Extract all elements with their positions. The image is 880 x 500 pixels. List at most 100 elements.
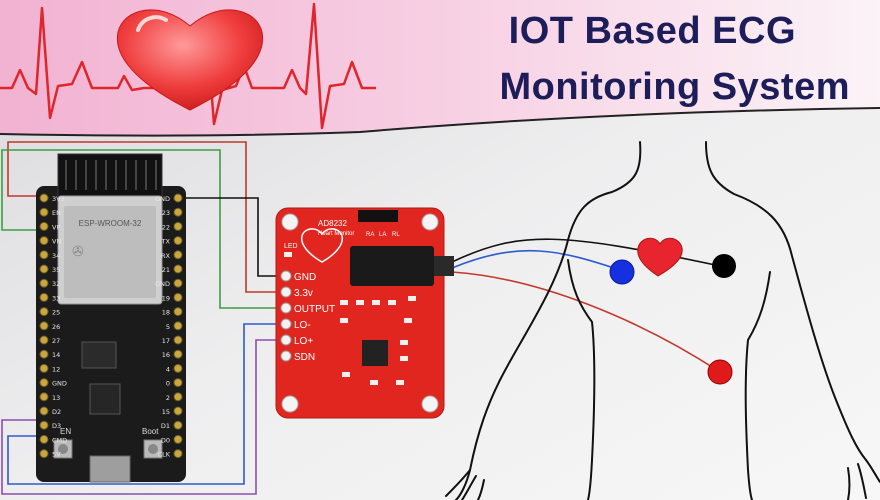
wire-purple-lo-plus bbox=[1, 339, 284, 495]
esp32-right-pin[interactable] bbox=[173, 236, 183, 246]
wiring bbox=[1, 141, 721, 495]
esp32-left-pin[interactable] bbox=[39, 434, 49, 444]
voltage-regulator bbox=[81, 341, 117, 369]
heart-highlight bbox=[136, 15, 168, 32]
esp32-right-pin-label: 21 bbox=[162, 266, 170, 274]
ad8232-pin[interactable] bbox=[280, 270, 292, 282]
ad8232-pin-label: LO+ bbox=[294, 336, 313, 347]
esp32-right-pin[interactable] bbox=[173, 250, 183, 260]
esp32-right-pin[interactable] bbox=[173, 335, 183, 345]
esp32-right-pin-label: 2 bbox=[166, 394, 170, 402]
esp32-left-pin[interactable] bbox=[39, 221, 49, 231]
esp32-right-pin[interactable] bbox=[173, 264, 183, 274]
mount-hole-tl bbox=[281, 213, 299, 231]
esp32-left-pin[interactable] bbox=[39, 420, 49, 430]
electrode-header bbox=[358, 210, 398, 222]
esp32-right-pin[interactable] bbox=[173, 420, 183, 430]
esp32-left-pin-label: VP bbox=[52, 223, 60, 231]
esp32-left-pin-label: 5V bbox=[52, 451, 61, 459]
wire-green-output bbox=[1, 149, 284, 309]
esp32-left-pin-label: 33 bbox=[52, 294, 60, 302]
esp32-left-pin-label: 34 bbox=[52, 252, 60, 260]
ad8232-pin[interactable] bbox=[280, 350, 292, 362]
esp32-right-pin[interactable] bbox=[173, 392, 183, 402]
esp32-left-pin[interactable] bbox=[39, 378, 49, 388]
esp32-right-pin[interactable] bbox=[173, 221, 183, 231]
esp32-left-pin-label: 26 bbox=[52, 323, 60, 331]
banner-divider-line bbox=[0, 107, 880, 137]
esp32-module-label: ESP-WROOM-32 bbox=[79, 219, 142, 228]
esp32-right-pin[interactable] bbox=[173, 449, 183, 459]
ad8232-pin[interactable] bbox=[280, 286, 292, 298]
esp32-right-pin[interactable] bbox=[173, 207, 183, 217]
usb-port bbox=[89, 455, 131, 483]
esp32-left-pin[interactable] bbox=[39, 193, 49, 203]
body-right-hand bbox=[847, 459, 880, 500]
electrode-pin-label: LA bbox=[379, 232, 386, 238]
esp32-right-pin[interactable] bbox=[173, 307, 183, 317]
esp32-right-pin[interactable] bbox=[173, 278, 183, 288]
esp32-right-pin[interactable] bbox=[173, 363, 183, 373]
ad8232-pin-label: OUTPUT bbox=[294, 304, 335, 315]
ad8232-pin-label: 3.3v bbox=[294, 288, 313, 299]
esp32-left-pin[interactable] bbox=[39, 363, 49, 373]
esp32-right-pin-label: 15 bbox=[162, 408, 170, 416]
esp32-left-pin[interactable] bbox=[39, 207, 49, 217]
jack-plug bbox=[434, 256, 454, 276]
electrode-pin-label: RA bbox=[366, 232, 374, 238]
electrode-jack[interactable] bbox=[350, 246, 434, 286]
esp32-right-pin-label: TX bbox=[161, 238, 171, 246]
esp32-left-pin-label: GND bbox=[52, 380, 67, 388]
esp32-right-pin-label: 5 bbox=[166, 323, 170, 331]
body-right-arm-inner bbox=[744, 271, 771, 500]
esp32-right-pin[interactable] bbox=[173, 349, 183, 359]
esp32-left-pin-label: CMD bbox=[52, 436, 67, 444]
esp32-module-mark: ✇ bbox=[72, 243, 84, 259]
esp32-right-pin[interactable] bbox=[173, 406, 183, 416]
esp32-right-pin[interactable] bbox=[173, 321, 183, 331]
lead-red bbox=[451, 271, 721, 373]
esp32-left-pin[interactable] bbox=[39, 292, 49, 302]
ad8232-pin[interactable] bbox=[280, 318, 292, 330]
en-button-label: EN bbox=[60, 427, 71, 436]
esp32-left-pin-label: 35 bbox=[52, 266, 60, 274]
page-title-line-1: IOT Based ECG bbox=[508, 10, 796, 52]
esp32-left-pin[interactable] bbox=[39, 449, 49, 459]
esp32-left-pin[interactable] bbox=[39, 250, 49, 260]
ad8232-pin[interactable] bbox=[280, 302, 292, 314]
led-label: LED bbox=[284, 243, 298, 250]
esp32-right-pin[interactable] bbox=[173, 193, 183, 203]
mount-hole-bl bbox=[281, 395, 299, 413]
ad8232-ic bbox=[362, 340, 388, 366]
esp32-left-pin[interactable] bbox=[39, 335, 49, 345]
esp32-right-pin[interactable] bbox=[173, 378, 183, 388]
esp32-left-pin[interactable] bbox=[39, 307, 49, 317]
ad8232-pin[interactable] bbox=[280, 334, 292, 346]
esp32-left-pin[interactable] bbox=[39, 321, 49, 331]
esp32-right-pin[interactable] bbox=[173, 292, 183, 302]
esp32-module-inner bbox=[64, 206, 156, 298]
esp32-left-pin[interactable] bbox=[39, 236, 49, 246]
ad8232-subtitle: Heart Monitor bbox=[318, 231, 354, 237]
esp32-left-pin[interactable] bbox=[39, 392, 49, 402]
ad8232-name: AD8232 bbox=[318, 219, 347, 228]
esp32-left-pin[interactable] bbox=[39, 278, 49, 288]
ad8232-pin-label: SDN bbox=[294, 352, 315, 363]
esp32-right-pin[interactable] bbox=[173, 434, 183, 444]
human-body-outline bbox=[445, 141, 880, 500]
esp32-left-pin[interactable] bbox=[39, 349, 49, 359]
ad8232-pin-label: GND bbox=[294, 272, 316, 283]
electrode-blue bbox=[609, 259, 635, 285]
esp32-right-pin-label: 22 bbox=[162, 223, 170, 231]
esp32-left-pin[interactable] bbox=[39, 264, 49, 274]
esp32-left-pin-label: EN bbox=[52, 209, 61, 217]
esp32-left-pin[interactable] bbox=[39, 406, 49, 416]
esp32-right-pin-label: 16 bbox=[162, 351, 170, 359]
mount-hole-tr bbox=[421, 213, 439, 231]
heart-icon bbox=[116, 9, 264, 111]
esp32-board: ESP-WROOM-32 ✇ EN Boot 3V3ENVPVN34353233… bbox=[36, 153, 186, 483]
wire-black-gnd bbox=[182, 197, 284, 277]
